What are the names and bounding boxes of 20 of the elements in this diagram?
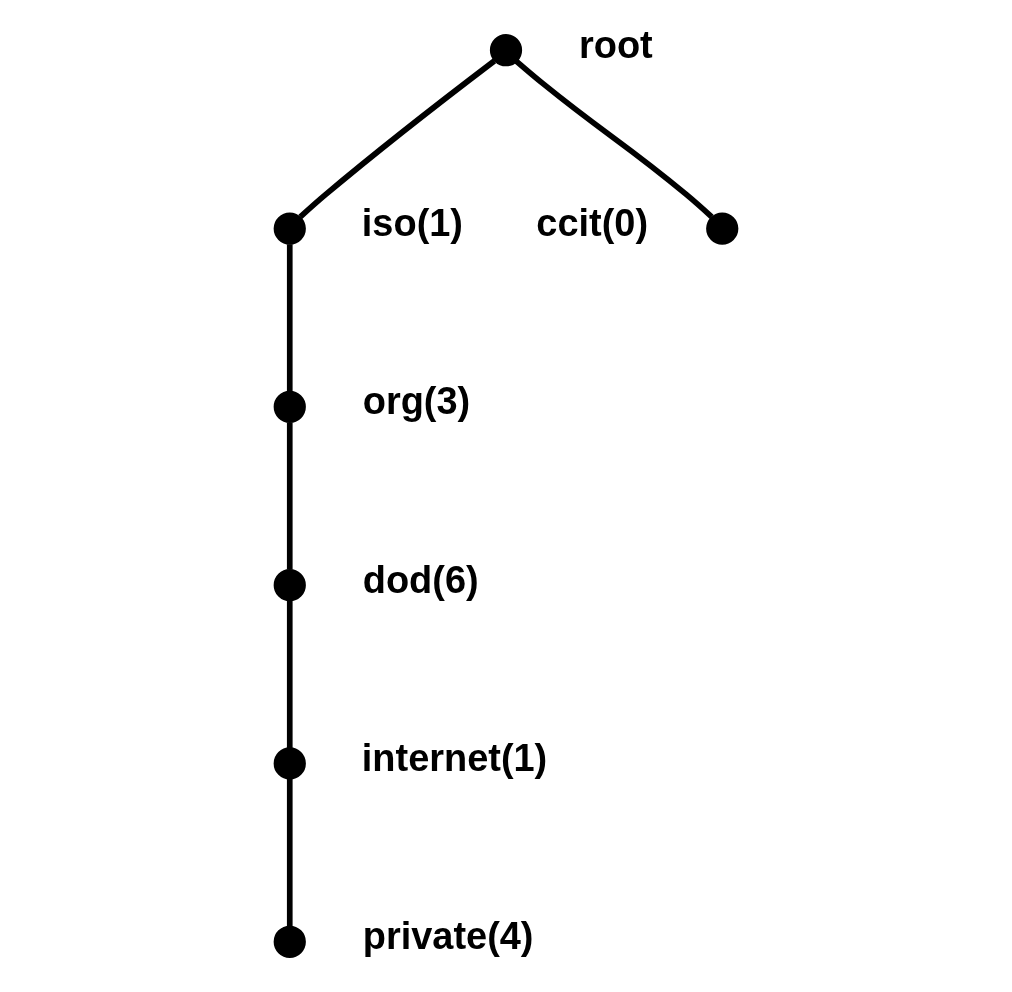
node-circle xyxy=(273,747,306,780)
connector xyxy=(514,59,714,219)
node-label: private(4) xyxy=(362,915,534,958)
node-label: dod(6) xyxy=(362,558,479,601)
node-circle xyxy=(489,34,523,67)
node-circle xyxy=(706,212,739,245)
node-label: ccit(0) xyxy=(536,202,649,245)
connector xyxy=(286,779,293,927)
connector xyxy=(286,600,293,748)
node-circle xyxy=(273,212,306,245)
node-label: root xyxy=(579,23,653,66)
node-label: org(3) xyxy=(362,380,471,423)
connector xyxy=(298,58,497,219)
node-circle xyxy=(273,569,306,602)
node-circle xyxy=(273,390,306,423)
connector xyxy=(286,244,293,392)
node-label: internet(1) xyxy=(361,737,548,780)
connector xyxy=(286,422,293,570)
node-circle xyxy=(273,925,306,958)
node-label: iso(1) xyxy=(361,202,463,245)
